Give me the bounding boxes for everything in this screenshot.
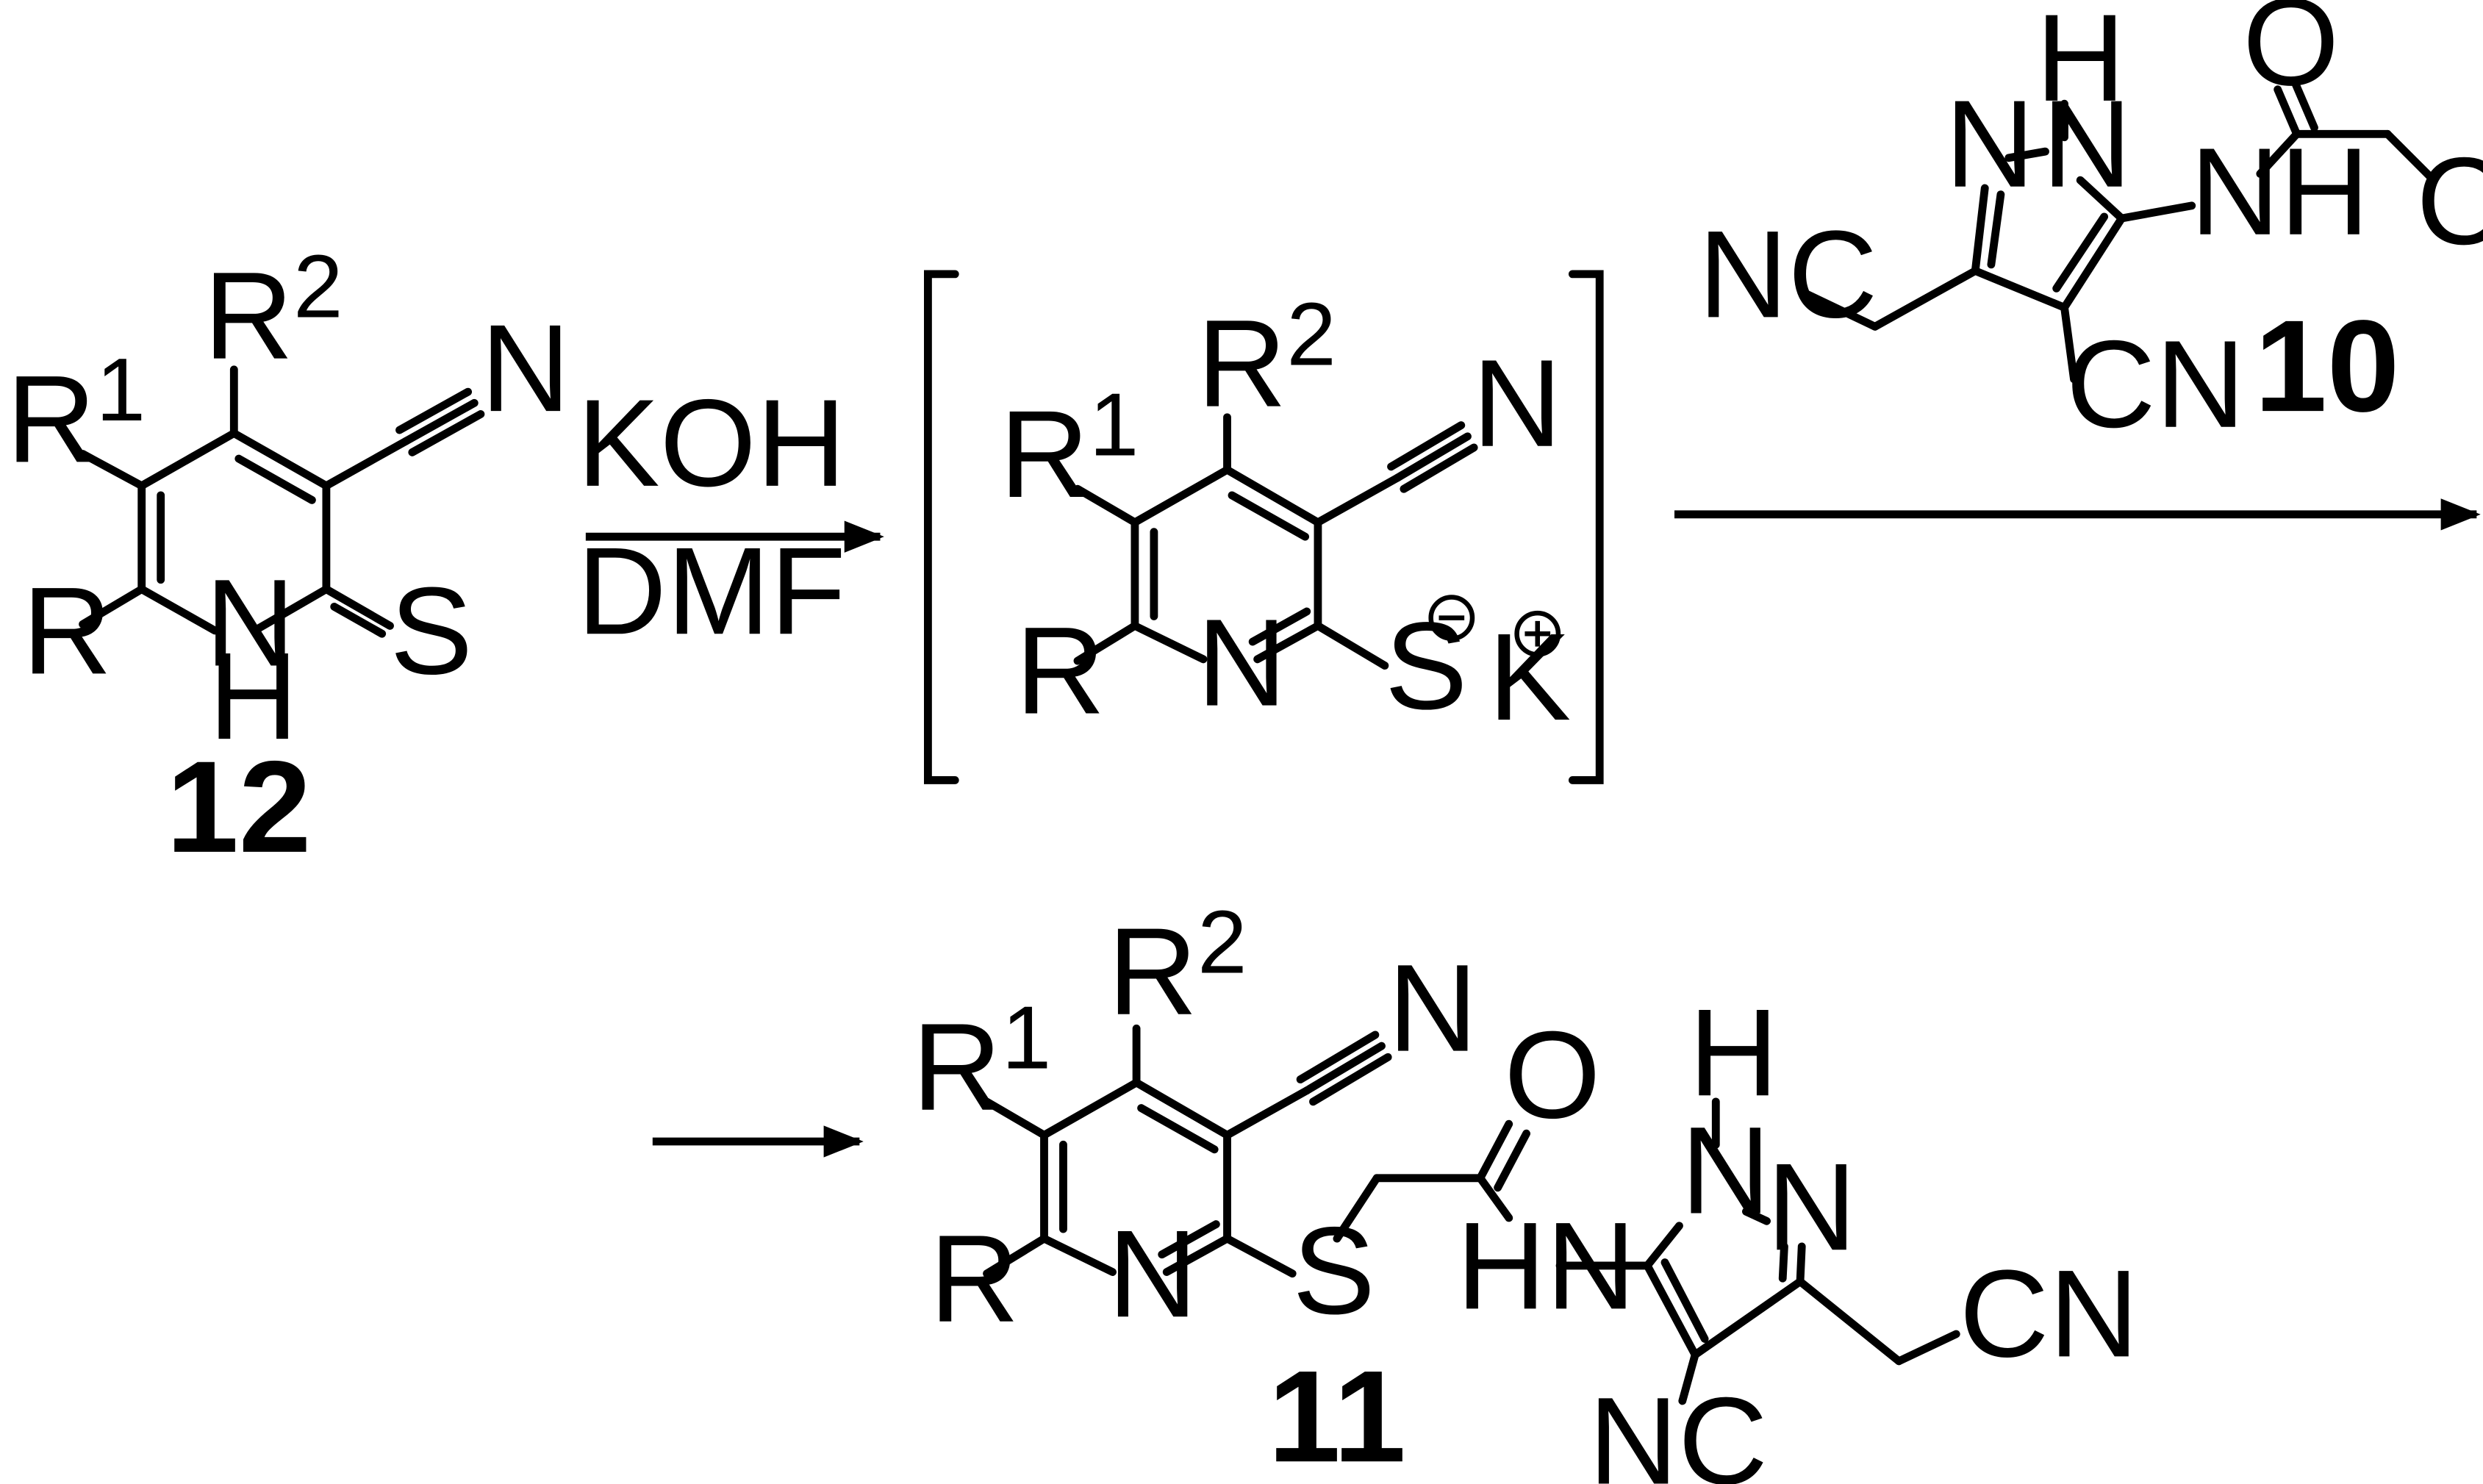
compound-11-structure: R2 R1 R N N S O HN H N N CN NC 11 — [912, 892, 2139, 1484]
negative-charge-icon — [1428, 595, 1475, 641]
compound-11-r2-label: R2 — [1108, 892, 1247, 1040]
compound-10-cn-label: CN — [2066, 315, 2246, 454]
intermediate-nitrile-n: N — [1472, 334, 1562, 473]
intermediate-salt: R2 R1 R N N S K — [924, 270, 1604, 784]
compound-11-nc-label: NC — [1588, 1372, 1768, 1484]
compound-11-r-label: R — [930, 1209, 1020, 1348]
compound-12-r2-label: R2 — [204, 236, 343, 384]
compound-12-nh-h: H — [209, 626, 298, 765]
intermediate-r1-label: R1 — [1000, 375, 1139, 523]
compound-11-r1-label: R1 — [912, 987, 1051, 1136]
compound-11-carbonyl-o: O — [1504, 1006, 1600, 1144]
compound-12-thione-s: S — [390, 561, 473, 700]
compound-12-nh-n: N — [205, 553, 295, 692]
compound-10-bonds — [1801, 79, 2434, 384]
compound-10-pyrazole-h: H — [2036, 0, 2126, 127]
right-bracket — [1568, 270, 1604, 784]
compound-11-ring-n: N — [1108, 1204, 1197, 1343]
compound-10-pyrazole-n2: N — [1945, 74, 2035, 213]
compound-10-carbonyl-o: O — [2243, 0, 2339, 111]
intermediate-bonds — [1073, 413, 1478, 670]
compound-12-r1-label: R1 — [7, 340, 146, 488]
compound-10-chloro: Cl — [2416, 132, 2483, 270]
compound-11-pyrazole-n2: N — [1767, 1137, 1857, 1276]
intermediate-ring-n: N — [1197, 593, 1286, 732]
compound-10-nc-label: NC — [1698, 204, 1877, 343]
compound-11-amide-hn: HN — [1456, 1196, 1635, 1335]
compound-11-thioether-s: S — [1292, 1201, 1375, 1340]
left-bracket — [924, 270, 959, 784]
compound-12-structure: R2 R1 R N N H S 12 — [7, 236, 570, 880]
intermediate-r-label: R — [1016, 601, 1106, 740]
compound-11-nitrile-n: N — [1388, 939, 1477, 1078]
compound-11-bonds — [983, 1024, 1960, 1405]
positive-charge-icon — [1514, 610, 1561, 657]
compound-10-pyrazole-n1: N — [2042, 74, 2132, 213]
compound-11-cn-label: CN — [1960, 1244, 2139, 1383]
compound-11-number: 11 — [1268, 1343, 1406, 1484]
compound-11-pyrazole-n1: N — [1681, 1100, 1771, 1239]
compound-12-bonds — [79, 365, 485, 638]
intermediate-r2-label: R2 — [1197, 284, 1336, 432]
reagent-koh-label: KOH — [577, 373, 846, 512]
compound-12-number: 12 — [166, 734, 312, 880]
reaction-arrow-1: KOH DMF — [577, 373, 884, 660]
compound-10-number: 10 — [2254, 293, 2399, 439]
compound-10-amide-nh: NH — [2190, 122, 2370, 261]
compound-12-nitrile-n: N — [481, 298, 570, 437]
compound-10-structure: H N N O NH Cl NC CN 10 — [1698, 0, 2483, 454]
reagent-dmf-label: DMF — [577, 521, 846, 660]
compound-11-pyrazole-h: H — [1688, 983, 1778, 1122]
compound-12-r-label: R — [22, 561, 112, 700]
